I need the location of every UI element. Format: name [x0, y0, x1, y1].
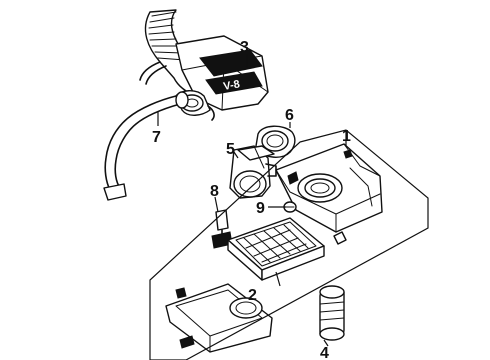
assembly-outline — [149, 129, 429, 360]
callout-1: 1 — [342, 128, 351, 145]
callout-6: 6 — [285, 107, 294, 124]
air-cleaner-upper-housing — [275, 143, 383, 245]
callout-7: 7 — [152, 129, 161, 146]
callout-3: 3 — [240, 39, 249, 56]
resonator-badge-text: V-8 — [222, 78, 240, 93]
intake-tube — [319, 285, 345, 341]
throttle-seal — [255, 125, 296, 158]
callout-9: 9 — [256, 200, 265, 217]
callout-labels: 1 2 3 4 5 6 7 8 9 — [152, 39, 351, 360]
callout-8: 8 — [210, 183, 219, 200]
callout-4: 4 — [320, 345, 329, 360]
breather-hose — [103, 91, 189, 201]
intake-duct-resonator: V-8 — [139, 9, 269, 121]
air-flow-sensor — [229, 145, 277, 199]
callout-2: 2 — [248, 287, 257, 304]
air-filter-element — [227, 217, 325, 281]
callout-5: 5 — [226, 141, 235, 158]
air-cleaner-lower-housing — [165, 283, 273, 353]
leader-lines — [157, 54, 347, 347]
